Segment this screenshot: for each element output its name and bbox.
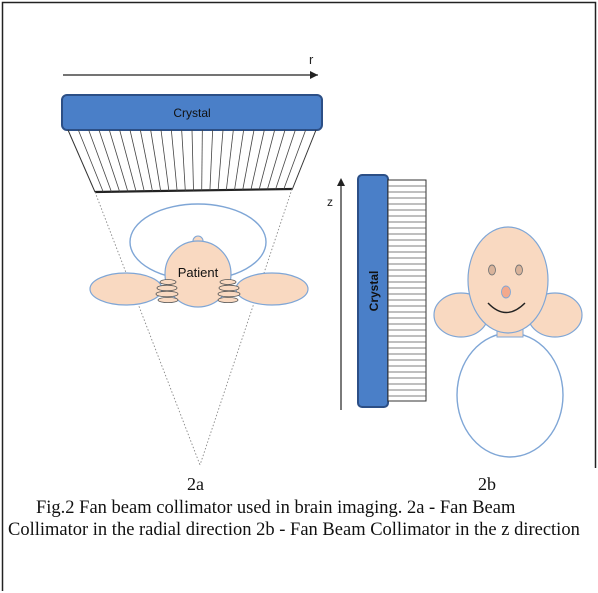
collimator-left-edge (67, 129, 96, 193)
collimator-septum (217, 129, 224, 191)
crystal-label-radial: Crystal (173, 106, 210, 120)
panel-2b: z Crystal 2b (327, 174, 583, 494)
patient-arm-left (89, 272, 163, 306)
collimator-septum (250, 129, 265, 190)
collimator-septum (129, 129, 145, 192)
collimator-septum (150, 129, 162, 192)
collimator-septum (209, 129, 214, 191)
patient-nose-side (501, 285, 511, 299)
panel-2a: r Crystal Patient 2a (61, 52, 323, 494)
collimator-right-edge (291, 129, 317, 191)
collimator-septum (283, 129, 307, 190)
collimator-septum (139, 129, 153, 192)
patient-face (467, 226, 549, 334)
panel-2a-label: 2a (187, 474, 204, 494)
collimator-septum (160, 129, 170, 191)
patient-eye-left (488, 264, 496, 276)
collimator-septum (191, 129, 194, 191)
patient-arm-right (235, 272, 309, 306)
figure-caption: Fig.2 Fan beam collimator used in brain … (8, 498, 580, 540)
collimator-septum (119, 129, 137, 192)
collimator-septum (77, 129, 104, 193)
collimator-septum (108, 129, 129, 192)
collimator-axial-septa (388, 185, 426, 397)
collimator-septum (181, 129, 186, 191)
collimator-septum (266, 129, 286, 190)
collimator-axial (387, 179, 427, 402)
collimator-septum (170, 129, 178, 191)
panel-2b-label: 2b (478, 474, 496, 494)
patient-hand-right (217, 279, 241, 303)
collimator-septum (242, 129, 255, 190)
collimator-septum (225, 129, 234, 191)
z-axis-arrow-icon (337, 178, 345, 186)
collimator-septum (275, 129, 296, 190)
patient-smile (487, 302, 526, 314)
collimator-septa (77, 129, 307, 193)
patient-hand-left (155, 279, 179, 303)
z-axis-label: z (327, 195, 333, 209)
r-axis-label: r (309, 52, 314, 67)
collimator-septum (98, 129, 121, 192)
collimator-septum (201, 129, 203, 191)
collimator-septum (234, 129, 245, 190)
patient-label: Patient (178, 265, 219, 280)
r-axis-arrow-icon (310, 71, 318, 79)
collimator-septum (258, 129, 276, 190)
collimator-septum (88, 129, 112, 192)
crystal-label-axial: Crystal (367, 271, 381, 312)
patient-body (456, 332, 564, 458)
patient-eye-right (515, 264, 523, 276)
patient-head (164, 240, 232, 308)
fan-ray-right (199, 188, 293, 466)
